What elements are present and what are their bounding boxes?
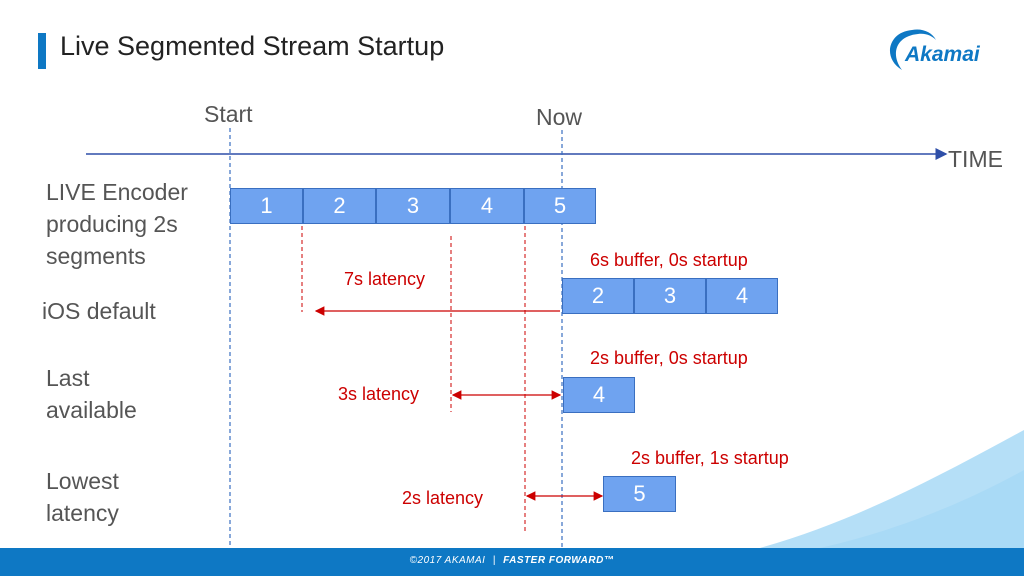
encoder-segment: 2: [303, 188, 376, 224]
lowest-latency-latency-note: 2s latency: [402, 488, 484, 508]
encoder-segment: 5: [524, 188, 596, 224]
ios-default-segment: 2: [562, 278, 634, 314]
ios-default-segment: 3: [634, 278, 706, 314]
last-available-segment: 4: [563, 377, 635, 413]
footer-wave-light: [820, 470, 1024, 548]
footer-tagline: FASTER FORWARD™: [503, 555, 615, 566]
row-label-lowest-latency: Lowest latency: [46, 468, 119, 526]
row-label-encoder: LIVE Encoder producing 2s segments: [46, 179, 188, 269]
encoder-segment: 4: [450, 188, 524, 224]
time-axis-label: TIME: [948, 146, 1003, 172]
lowest-latency-buffer-note: 2s buffer, 1s startup: [631, 448, 789, 468]
encoder-segment: 1: [230, 188, 303, 224]
akamai-logo-swoosh: [889, 29, 936, 70]
ios-default-segment: 4: [706, 278, 778, 314]
brand-name: Akamai: [905, 43, 980, 66]
akamai-logo: [889, 29, 936, 70]
footer-copyright: ©2017 AKAMAI: [409, 555, 486, 566]
footer-separator: |: [492, 555, 496, 566]
slide-title: Live Segmented Stream Startup: [60, 31, 445, 61]
row-label-last-available: Last available: [46, 365, 137, 423]
lowest-latency-segment: 5: [603, 476, 676, 512]
title-accent-bar: [38, 33, 46, 69]
ios-latency-note: 7s latency: [344, 269, 426, 289]
now-label: Now: [536, 104, 583, 130]
ios-buffer-note: 6s buffer, 0s startup: [590, 250, 748, 270]
last-available-buffer-note: 2s buffer, 0s startup: [590, 348, 748, 368]
row-label-ios-default: iOS default: [42, 298, 156, 324]
start-label: Start: [204, 101, 253, 127]
footer-bar: [0, 548, 1024, 576]
encoder-segment: 3: [376, 188, 450, 224]
last-available-latency-note: 3s latency: [338, 384, 420, 404]
footer-text: ©2017 AKAMAI | FASTER FORWARD™: [0, 555, 1024, 566]
